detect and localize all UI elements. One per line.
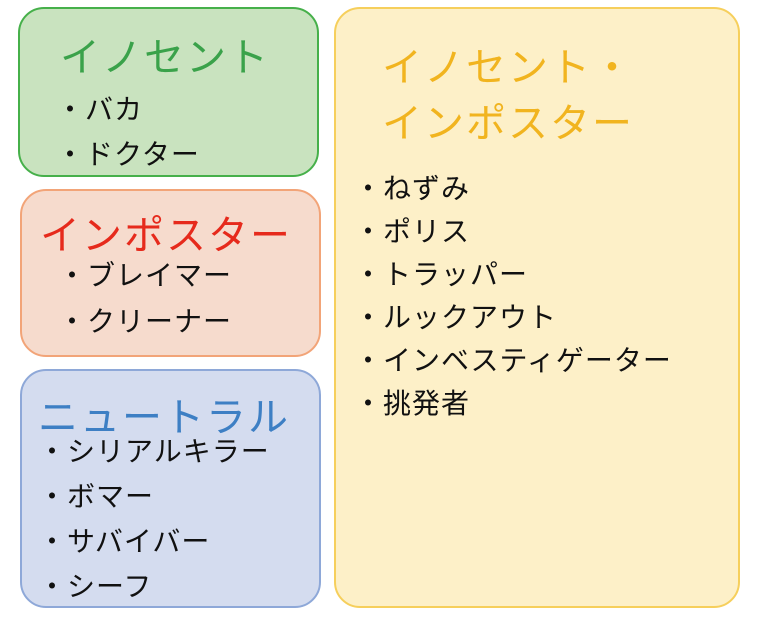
neutral-panel: ニュートラル ・シリアルキラー ・ボマー ・サバイバー ・シーフ <box>20 369 321 608</box>
impostor-item: ・ブレイマー <box>58 259 233 292</box>
impostor-panel: インポスター ・ブレイマー ・クリーナー <box>20 189 321 357</box>
both-title-line1: イノセント・ <box>382 45 634 91</box>
both-list: ・ねずみ ・ポリス ・トラッパー ・ルックアウト ・インベスティゲーター ・挑発… <box>354 167 672 425</box>
neutral-item: ・シーフ <box>38 570 153 603</box>
neutral-item: ・サバイバー <box>38 525 211 558</box>
impostor-list: ・ブレイマー ・クリーナー <box>58 253 232 345</box>
innocent-list: ・バカ ・ドクター <box>56 87 200 177</box>
impostor-item: ・クリーナー <box>58 305 233 338</box>
neutral-item: ・ボマー <box>38 480 155 513</box>
innocent-title: イノセント <box>60 35 270 81</box>
innocent-impostor-panel: イノセント・ インポスター ・ねずみ ・ポリス ・トラッパー ・ルックアウト ・… <box>334 7 740 608</box>
both-item: ・挑発者 <box>354 387 471 420</box>
neutral-title: ニュートラル <box>38 395 290 441</box>
both-item: ・インベスティゲーター <box>354 344 672 377</box>
both-item: ・ルックアウト <box>354 301 558 334</box>
both-item: ・ポリス <box>354 215 471 248</box>
innocent-item: ・バカ <box>56 93 144 126</box>
innocent-panel: イノセント ・バカ ・ドクター <box>18 7 319 177</box>
impostor-title: インポスター <box>40 213 292 259</box>
neutral-list: ・シリアルキラー ・ボマー ・サバイバー ・シーフ <box>38 429 270 609</box>
both-item: ・ねずみ <box>354 172 471 205</box>
innocent-item: ・ドクター <box>56 138 200 171</box>
both-title-line2: インポスター <box>382 101 634 147</box>
both-item: ・トラッパー <box>354 258 529 291</box>
neutral-item: ・シリアルキラー <box>38 435 270 468</box>
